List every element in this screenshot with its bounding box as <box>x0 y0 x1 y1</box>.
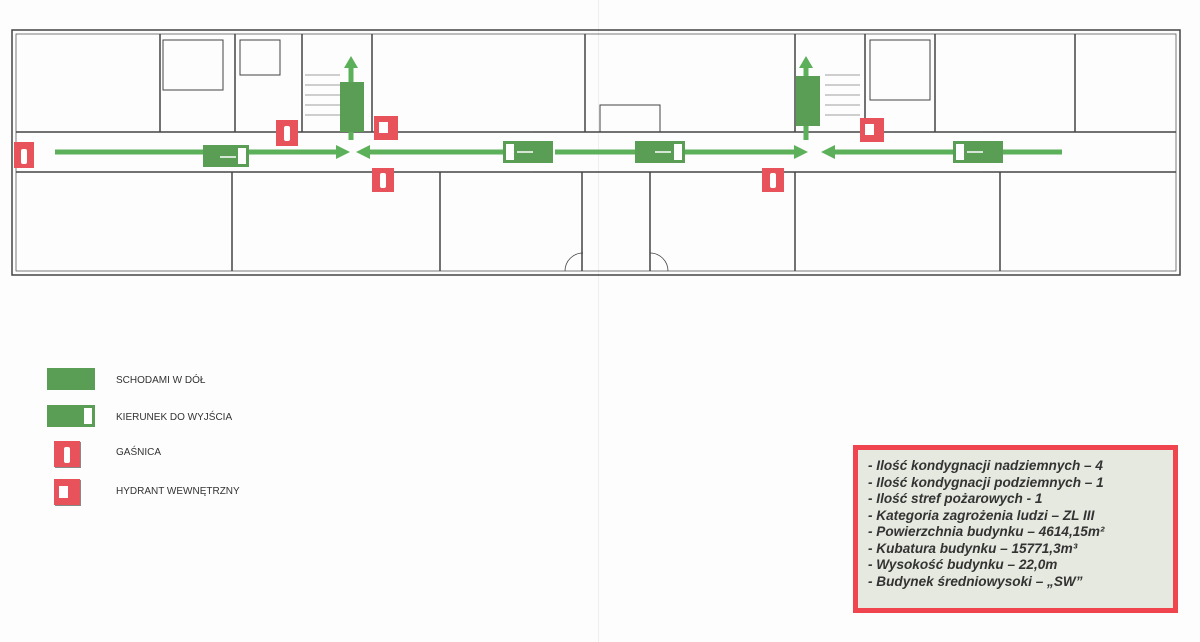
exit-direction-sign <box>953 141 1003 163</box>
info-line: - Ilość kondygnacji podziemnych – 1 <box>868 474 1104 490</box>
info-line: - Wysokość budynku – 22,0m <box>868 557 1058 572</box>
stairs <box>305 74 860 116</box>
fire-hydrant-sign <box>374 116 884 142</box>
fire-extinguisher-icon <box>21 126 776 188</box>
legend-label: KIERUNEK DO WYJŚCIA <box>116 412 233 423</box>
info-line: - Kategoria zagrożenia ludzi – ZL III <box>868 507 1095 523</box>
exit-direction-icon <box>47 405 95 427</box>
legend-label: HYDRANT WEWNĘTRZNY <box>116 486 240 497</box>
stairs-sign <box>796 76 820 126</box>
exit-direction-sign <box>503 141 553 163</box>
stairs-sign <box>340 82 364 132</box>
walls <box>11 29 1181 276</box>
fire-extinguisher-icon <box>54 441 80 467</box>
info-line: - Powierzchnia budynku – 4614,15m² <box>868 524 1105 539</box>
info-line: - Budynek średniowysoki – „SW” <box>868 573 1083 589</box>
exit-direction-sign <box>635 141 685 163</box>
legend-label: SCHODAMI W DÓŁ <box>116 375 206 386</box>
fire-hydrant-icon <box>54 479 80 505</box>
info-line: - Ilość stref pożarowych - 1 <box>868 491 1043 506</box>
paper-fold <box>598 0 599 642</box>
floor-plan <box>11 29 1181 276</box>
legend-label: GAŚNICA <box>116 447 162 458</box>
plan-signs <box>14 76 1003 192</box>
info-line: - Kubatura budynku – 15771,3m³ <box>868 540 1078 556</box>
stairs-down-exit-icon <box>47 368 95 390</box>
building-info-box: - Ilość kondygnacji nadziemnych – 4 - Il… <box>853 445 1178 613</box>
exit-direction-sign <box>203 145 249 167</box>
info-line: - Ilość kondygnacji nadziemnych – 4 <box>868 458 1103 473</box>
evacuation-routes <box>55 56 1062 159</box>
